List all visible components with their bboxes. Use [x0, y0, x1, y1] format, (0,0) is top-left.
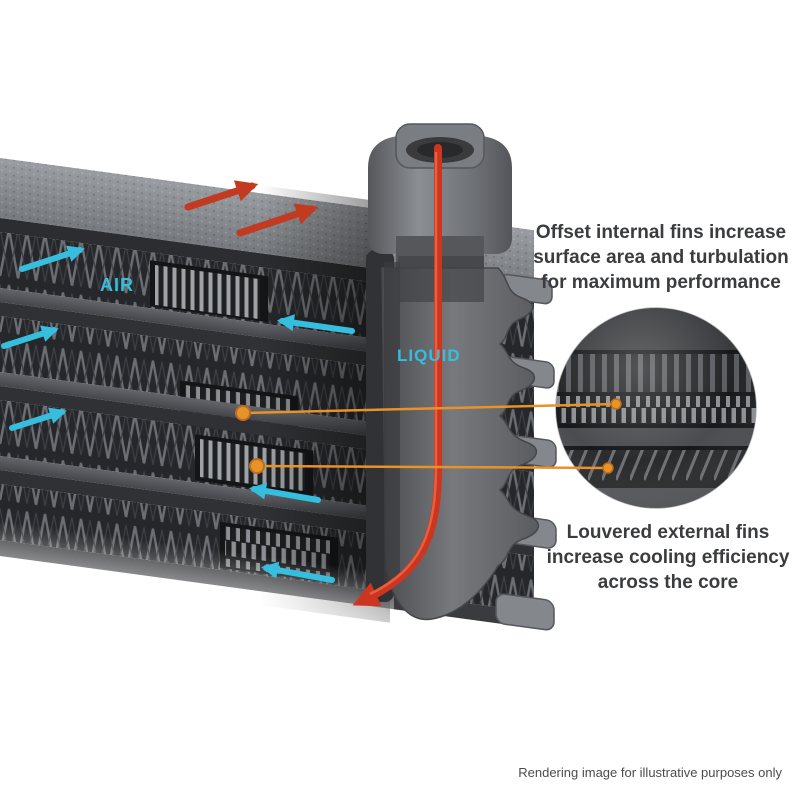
air-arrow: [260, 561, 335, 583]
annotation-internal-fins: Offset internal fins increase surface ar…: [533, 222, 789, 293]
annotation-internal-fins-line-2: surface area and turbulation: [533, 247, 789, 268]
air-flow-arrows: [1, 245, 355, 583]
hot-air-arrow: [184, 180, 259, 211]
hot-air-arrow: [236, 203, 319, 237]
annotation-external-fins-line-1: Louvered external fins: [567, 522, 770, 543]
annotation-external-fins: Louvered external fins increase cooling …: [547, 522, 790, 593]
air-arrow: [248, 482, 321, 503]
air-arrow: [276, 314, 355, 334]
annotation-external-fins-line-3: across the core: [598, 572, 738, 593]
annotation-external-fins-line-2: increase cooling efficiency: [547, 547, 790, 568]
callout-dot-inset-internal: [610, 398, 622, 410]
annotation-internal-fins-line-3: for maximum performance: [541, 272, 781, 293]
air-label: AIR: [100, 275, 134, 295]
annotation-internal-fins-line-1: Offset internal fins increase: [536, 222, 786, 243]
hot-air-arrows: [184, 180, 319, 237]
callout-dot-inset-external: [602, 462, 614, 474]
disclaimer-text: Rendering image for illustrative purpose…: [518, 765, 782, 780]
callout-line-external-fins: [256, 464, 609, 470]
air-arrow: [19, 245, 85, 272]
callout-external-fins: [249, 458, 614, 474]
callout-dot-external-fins: [249, 458, 265, 474]
air-arrow: [1, 325, 59, 349]
callout-line-internal-fins: [242, 402, 617, 415]
internal-fin-comb: [155, 264, 260, 320]
liquid-label: LIQUID: [397, 346, 461, 365]
fin-detail-inset: [555, 307, 757, 509]
inlet-fitting: [366, 123, 539, 621]
liquid-flow-arrow: [352, 144, 442, 607]
callout-dot-internal-fins: [235, 405, 251, 421]
callout-internal-fins: [235, 398, 622, 421]
air-arrow: [9, 407, 67, 431]
